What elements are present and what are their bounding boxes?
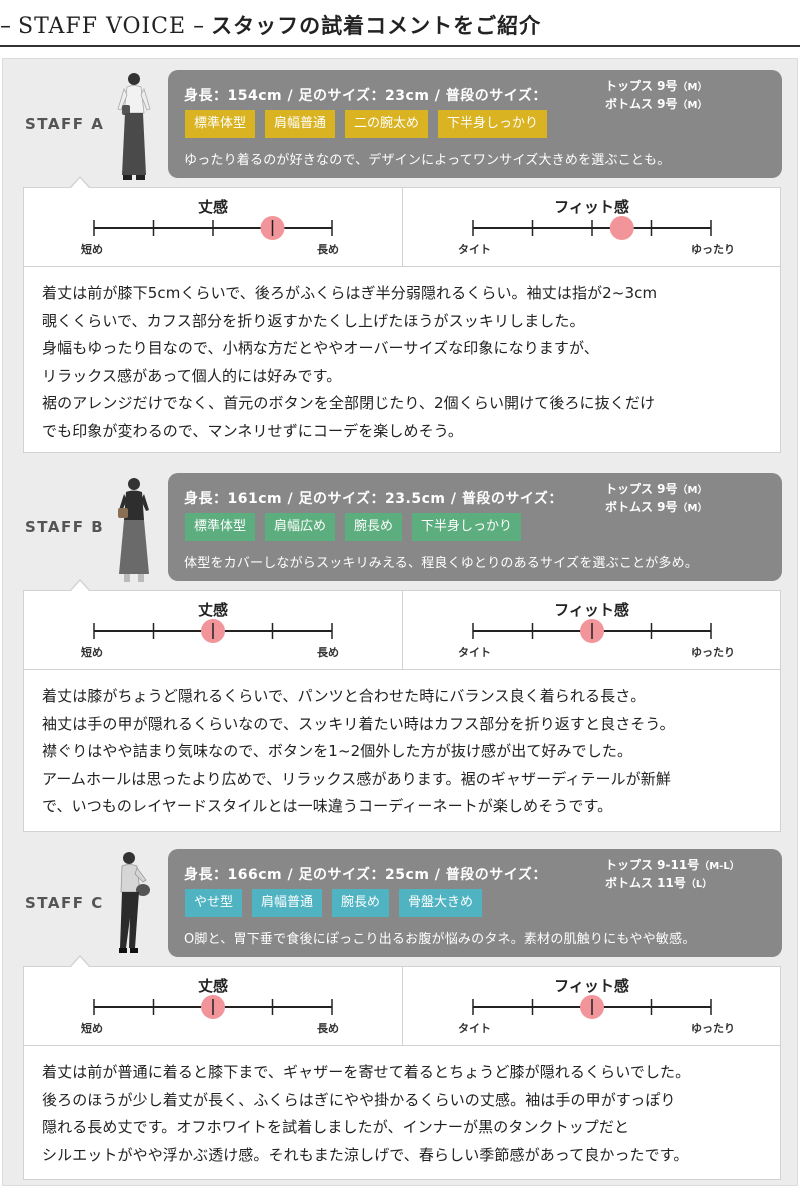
fit-lo-label: タイト — [458, 1022, 491, 1035]
fit-hi-label: ゆったり — [691, 243, 735, 256]
staff-photo-b — [118, 478, 149, 582]
fit-scale-bar — [472, 216, 712, 240]
bottoms-size: ボトムス 9号 — [605, 97, 678, 111]
review-card: 丈感 短め 長め フィット感 タイト ゆったり 着丈は膝がちょうど隠れるくらいで… — [23, 579, 781, 832]
fit-hi-label: ゆったり — [691, 1022, 735, 1035]
fit-scale-title: フィット感 — [554, 601, 629, 619]
staff-description: O脚と、胃下垂で食後にぽっこり出るお腹が悩みのタネ。素材の肌触りにもやや敏感。 — [184, 932, 696, 947]
staff-description: 体型をカバーしながらスッキリみえる、程良くゆとりのあるサイズを選ぶことが多め。 — [184, 556, 699, 571]
length-scale-bar — [93, 619, 333, 643]
body-tag: 下半身しっかり — [412, 513, 522, 541]
length-scale-title: 丈感 — [197, 977, 228, 995]
body-tag: 二の腕太め — [345, 110, 429, 138]
body-type-tags: やせ型 肩幅普通 腕長め 骨盤大きめ — [185, 889, 483, 917]
length-scale-bar — [93, 995, 333, 1019]
body-tag: 肩幅普通 — [265, 110, 336, 138]
length-scale: 丈感 短め 長め — [24, 967, 402, 1046]
review-card: 丈感 短め 長め フィット感 タイト ゆったり 着丈は前が普通に着ると膝下まで、… — [23, 955, 781, 1180]
usual-sizes: トップス 9-11号（M-L） ボトムス 11号（L） — [605, 858, 740, 890]
length-hi-label: 長め — [317, 1022, 339, 1035]
scale-marker — [609, 216, 634, 240]
staff-description: ゆったり着るのが好きなので、デザインによってワンサイズ大きめを選ぶことも。 — [184, 153, 671, 168]
review-card: 丈感 短め 長め フィット感 タイト ゆったり 着丈は前が膝下5cmくらいで、後… — [23, 176, 781, 453]
body-tag: 骨盤大きめ — [399, 889, 483, 917]
length-scale: 丈感 短め 長め — [24, 188, 402, 267]
fit-scale-bar — [472, 619, 712, 643]
size-scales: 丈感 短め 長め フィット感 タイト ゆったり — [24, 591, 780, 670]
staff-voice-panel: STAFF A 身長：154cm / 足のサイズ：23cm / 普段のサイズ： … — [2, 58, 798, 1186]
staff-comment: 着丈は前が普通に着ると膝下まで、ギャザーを寄せて着るとちょうど膝が隠れるくらいで… — [42, 1063, 691, 1164]
body-tag: 腕長め — [345, 513, 403, 541]
body-tag: 標準体型 — [185, 110, 256, 138]
tops-size: トップス 9号 — [605, 482, 678, 496]
length-scale-bar — [93, 216, 333, 240]
body-type-tags: 標準体型 肩幅普通 二の腕太め 下半身しっかり — [185, 110, 548, 138]
length-hi-label: 長め — [317, 243, 339, 256]
staff-photo-a — [117, 73, 151, 180]
staff-label: STAFF C — [25, 894, 104, 912]
staff-info-box: 身長：161cm / 足のサイズ：23.5cm / 普段のサイズ： トップス 9… — [168, 473, 782, 581]
title-jp: スタッフの試着コメントをご紹介 — [211, 14, 542, 38]
length-lo-label: 短め — [81, 1022, 103, 1035]
length-lo-label: 短め — [81, 646, 103, 659]
size-scales: 丈感 短め 長め フィット感 タイト ゆったり — [24, 967, 780, 1046]
fit-scale-title: フィット感 — [554, 977, 629, 995]
size-scales: 丈感 短め 長め フィット感 タイト ゆったり — [24, 188, 780, 267]
header-underline — [0, 45, 800, 47]
body-stats: 身長：161cm / 足のサイズ：23.5cm / 普段のサイズ： — [184, 491, 563, 507]
length-scale-title: 丈感 — [197, 601, 228, 619]
staff-label: STAFF B — [25, 518, 105, 536]
staff-info-box: 身長：154cm / 足のサイズ：23cm / 普段のサイズ： トップス 9号（… — [168, 70, 782, 178]
bottoms-size: ボトムス 9号 — [605, 500, 678, 514]
staff-info-box: 身長：166cm / 足のサイズ：25cm / 普段のサイズ： トップス 9-1… — [168, 849, 782, 957]
body-type-tags: 標準体型 肩幅広め 腕長め 下半身しっかり — [185, 513, 522, 541]
bottoms-size: ボトムス 11号 — [605, 876, 686, 890]
length-scale: 丈感 短め 長め — [24, 591, 402, 670]
tops-size: トップス 9-11号 — [605, 858, 700, 872]
fit-lo-label: タイト — [458, 646, 491, 659]
tops-size: トップス 9号 — [605, 79, 678, 93]
staff-label: STAFF A — [25, 115, 105, 133]
fit-hi-label: ゆったり — [691, 646, 735, 659]
fit-scale: フィット感 タイト ゆったり — [402, 591, 780, 670]
body-tag: 標準体型 — [185, 513, 256, 541]
body-tag: やせ型 — [185, 889, 243, 917]
length-lo-label: 短め — [81, 243, 103, 256]
staff-comment: 着丈は膝がちょうど隠れるくらいで、パンツと合わせた時にバランス良く着られる長さ。… — [42, 687, 675, 815]
body-stats: 身長：166cm / 足のサイズ：25cm / 普段のサイズ： — [184, 867, 547, 883]
body-tag: 下半身しっかり — [438, 110, 548, 138]
fit-scale-title: フィット感 — [554, 198, 629, 216]
length-hi-label: 長め — [317, 646, 339, 659]
body-tag: 腕長め — [332, 889, 390, 917]
section-title: – STAFF VOICE – スタッフの試着コメントをご紹介 — [0, 14, 542, 39]
usual-sizes: トップス 9号（M） ボトムス 9号（M） — [605, 482, 708, 514]
section-header: – STAFF VOICE – スタッフの試着コメントをご紹介 — [0, 0, 800, 48]
staff-comment: 着丈は前が膝下5cmくらいで、後ろがふくらはぎ半分弱隠れるくらい。袖丈は指が2~… — [42, 284, 658, 440]
fit-scale-bar — [472, 995, 712, 1019]
usual-sizes: トップス 9号（M） ボトムス 9号（M） — [605, 79, 708, 111]
body-tag: 肩幅普通 — [252, 889, 323, 917]
title-en: STAFF VOICE — [18, 14, 187, 39]
fit-scale: フィット感 タイト ゆったり — [402, 188, 780, 267]
fit-scale: フィット感 タイト ゆったり — [402, 967, 780, 1046]
body-tag: 肩幅広め — [265, 513, 336, 541]
fit-lo-label: タイト — [458, 243, 491, 256]
length-scale-title: 丈感 — [197, 198, 228, 216]
body-stats: 身長：154cm / 足のサイズ：23cm / 普段のサイズ： — [184, 88, 547, 104]
staff-photo-c — [119, 852, 150, 953]
